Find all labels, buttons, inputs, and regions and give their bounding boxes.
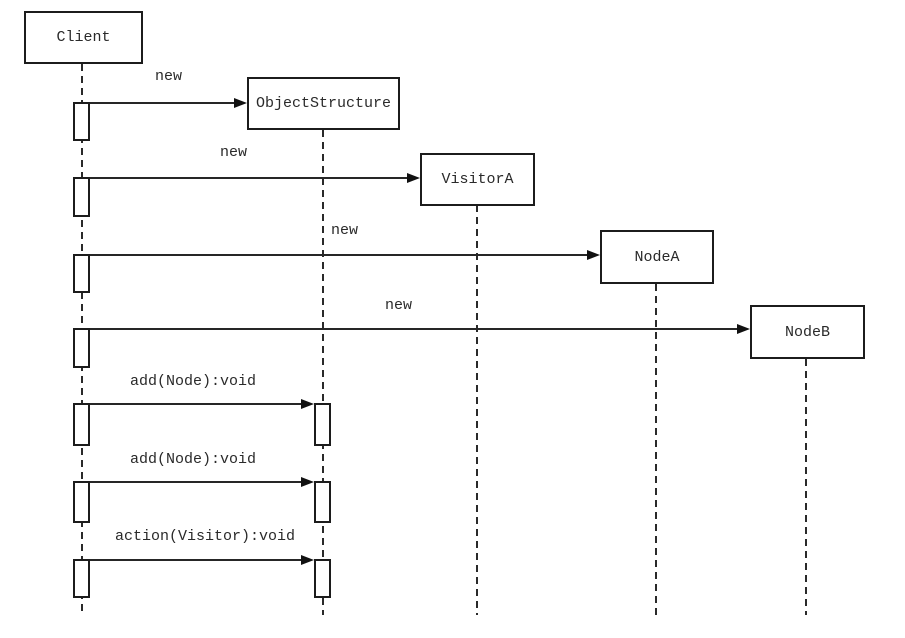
message-line-action: [90, 559, 301, 561]
activation-bar-objectstructure-3: [314, 559, 331, 598]
activation-bar-client-5: [73, 403, 90, 446]
activation-bar-client-4: [73, 328, 90, 368]
actor-box-nodeb: NodeB: [750, 305, 865, 359]
arrowhead-icon: [587, 250, 600, 260]
message-line-add-2: [90, 481, 301, 483]
message-line-new-3: [90, 254, 587, 256]
activation-bar-client-6: [73, 481, 90, 523]
actor-box-client: Client: [24, 11, 143, 64]
actor-box-objectstructure: ObjectStructure: [247, 77, 400, 130]
message-label-new-1: new: [155, 68, 183, 85]
arrowhead-icon: [407, 173, 420, 183]
message-label-new-3: new: [331, 222, 359, 239]
arrowhead-icon: [301, 555, 314, 565]
lifeline-nodea: [655, 284, 657, 615]
actor-label-nodea: NodeA: [634, 248, 680, 266]
message-line-new-1: [90, 102, 234, 104]
message-label-new-2: new: [220, 144, 248, 161]
activation-bar-client-7: [73, 559, 90, 598]
message-label-new-4: new: [385, 297, 413, 314]
actor-label-objectstructure: ObjectStructure: [255, 95, 392, 112]
actor-label-visitora: VisitorA: [441, 171, 514, 188]
lifeline-nodeb: [805, 359, 807, 615]
actor-label-client: Client: [56, 29, 111, 46]
activation-bar-client-2: [73, 177, 90, 217]
lifeline-visitora: [476, 205, 478, 615]
activation-bar-objectstructure-1: [314, 403, 331, 446]
activation-bar-client-3: [73, 254, 90, 293]
arrowhead-icon: [737, 324, 750, 334]
message-label-add-1: add(Node):void: [130, 373, 257, 390]
actor-label-nodeb: NodeB: [784, 323, 830, 341]
message-label-add-2: add(Node):void: [130, 451, 257, 468]
actor-box-visitora: VisitorA: [420, 153, 535, 206]
actor-box-nodea: NodeA: [600, 230, 714, 284]
arrowhead-icon: [234, 98, 247, 108]
message-line-new-4: [90, 328, 737, 330]
message-line-new-2: [90, 177, 407, 179]
activation-bar-client-1: [73, 102, 90, 141]
arrowhead-icon: [301, 477, 314, 487]
message-label-action: action(Visitor):void: [115, 528, 296, 545]
arrowhead-icon: [301, 399, 314, 409]
message-line-add-1: [90, 403, 301, 405]
activation-bar-objectstructure-2: [314, 481, 331, 523]
lifeline-objectstructure: [322, 130, 324, 615]
